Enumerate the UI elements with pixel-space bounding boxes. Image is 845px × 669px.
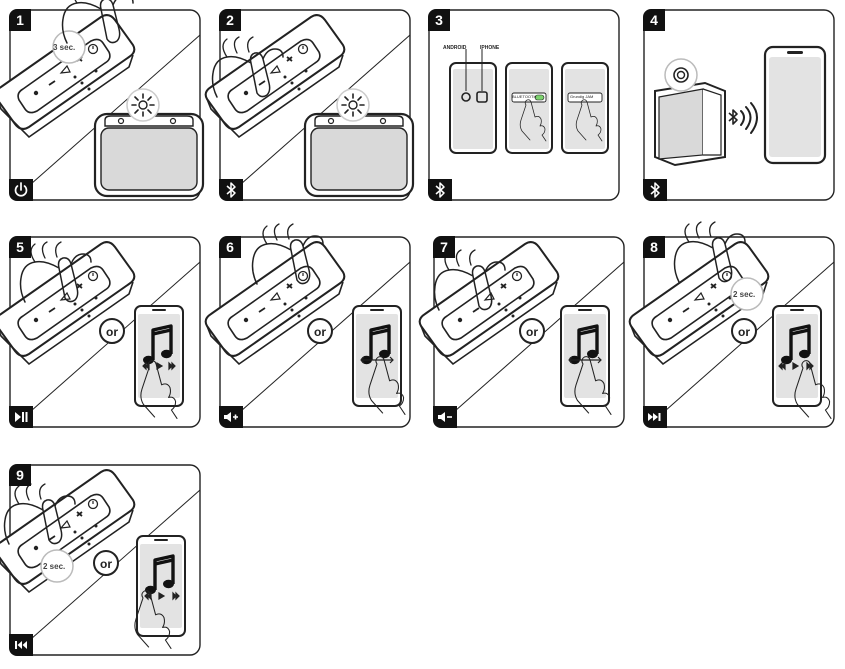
- step-4-illustration: [643, 9, 835, 201]
- step-number: 7: [433, 236, 455, 258]
- step-panel-8: 8 2 sec. or: [628, 221, 835, 428]
- step-number: 9: [9, 464, 31, 486]
- step-number: 4: [643, 9, 665, 31]
- step-number: 3: [428, 9, 450, 31]
- step-panel-5: 5 or: [0, 236, 201, 428]
- step-number: 8: [643, 236, 665, 258]
- step-number: 2: [219, 9, 241, 31]
- or-label: or: [93, 550, 119, 576]
- step-1-illustration: [0, 0, 205, 201]
- volume-up-icon: [219, 406, 243, 428]
- device-name-label: Grundig JAM: [570, 94, 594, 99]
- step-3-illustration: [428, 9, 620, 201]
- step-panel-2: 2: [204, 9, 415, 201]
- or-label: or: [519, 318, 545, 344]
- volume-down-icon: [433, 406, 457, 428]
- or-label: or: [307, 318, 333, 344]
- step-number: 5: [9, 236, 31, 258]
- step-panel-1: 1 3 sec.: [0, 0, 205, 201]
- previous-track-icon: [9, 634, 33, 656]
- bluetooth-setting-label: BLUETOOTH: [512, 94, 537, 99]
- bluetooth-icon: [219, 179, 243, 201]
- play-pause-icon: [9, 406, 33, 428]
- step-panel-6: 6 or: [204, 223, 411, 428]
- iphone-label: IPHONE: [480, 45, 500, 51]
- hold-duration-label: 3 sec.: [53, 43, 76, 52]
- step-panel-3: 3 ANDROID IPHONE BLUETOOTH Grundig JAM: [428, 9, 620, 201]
- step-number: 1: [9, 9, 31, 31]
- or-label: or: [99, 318, 125, 344]
- bluetooth-icon: [428, 179, 452, 201]
- android-label: ANDROID: [443, 45, 467, 51]
- step-panel-7: 7 or: [418, 236, 625, 428]
- step-panel-9: 9 2 sec. or: [0, 464, 201, 656]
- step-panel-4: 4: [643, 9, 835, 201]
- step-number: 6: [219, 236, 241, 258]
- next-track-icon: [643, 406, 667, 428]
- bluetooth-icon: [643, 179, 667, 201]
- hold-duration-label: 2 sec.: [733, 290, 756, 299]
- step-2-illustration: [204, 9, 415, 201]
- or-label: or: [731, 318, 757, 344]
- hold-duration-label: 2 sec.: [43, 562, 66, 571]
- power-icon: [9, 179, 33, 201]
